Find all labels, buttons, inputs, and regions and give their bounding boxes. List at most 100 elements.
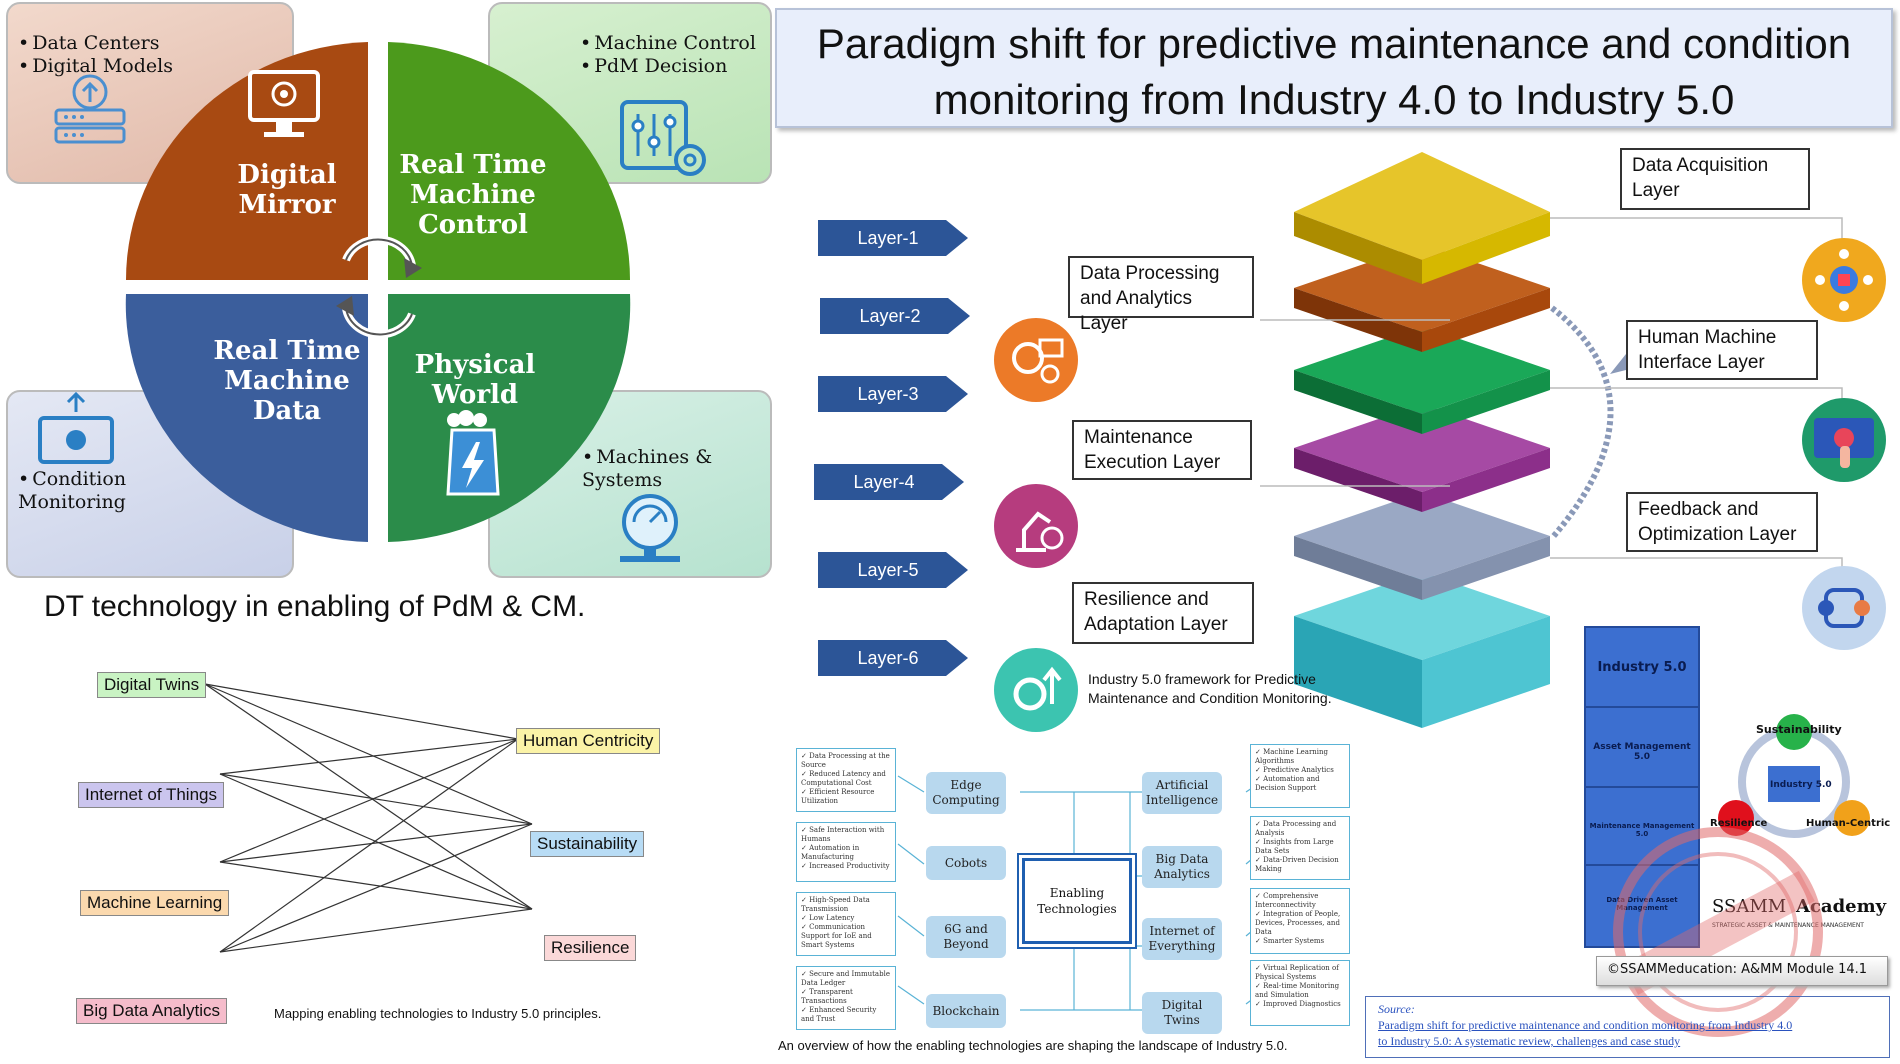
et-cobots: Cobots [926, 846, 1006, 880]
source-label: Source: [1378, 1002, 1415, 1016]
source-box: Source: Paradigm shift for predictive ma… [1365, 996, 1890, 1058]
control-panel-icon [620, 100, 706, 176]
stack-label-industry: Industry 5.0 [1597, 660, 1687, 675]
server-icon [54, 74, 126, 144]
bullets-br: Machines & Systems [582, 446, 722, 492]
venn-label-resilience: Resilience [1710, 818, 1768, 829]
feedback-loop-arrow [1549, 305, 1614, 540]
map-node-digital-twins: Digital Twins [97, 672, 207, 698]
credit-box: ©SSAMMeducation: A&MM Module 14.1 [1596, 956, 1888, 986]
quadrant-label-digital-mirror: Digital Mirror [237, 160, 337, 220]
map-node-sustainability: Sustainability [530, 831, 645, 857]
venn-sustainability [1776, 714, 1812, 750]
quadrant-machine-data [125, 294, 369, 542]
bullets-tr: Machine Control PdM Decision [580, 32, 756, 78]
sensor-network-icon [1802, 238, 1886, 322]
map-node-resilience: Resilience [544, 935, 637, 961]
et-box-ai: Machine Learning AlgorithmsPredictive An… [1250, 744, 1350, 808]
et-box-cobots: Safe Interaction with HumansAutomation i… [796, 822, 896, 882]
layer-box-resilience-adaptation: Resilience and Adaptation Layer [1072, 582, 1254, 644]
bullet-machines-systems: Machines & Systems [582, 446, 722, 492]
et-box-digital-twins: Virtual Replication of Physical SystemsR… [1250, 960, 1350, 1026]
enabling-caption: An overview of how the enabling technolo… [778, 1038, 1288, 1053]
venn-label-center: Industry 5.0 [1770, 780, 1832, 790]
dt-caption: DT technology in enabling of PdM & CM. [44, 590, 586, 623]
slab-5 [1294, 492, 1550, 600]
et-box-blockchain: Secure and Immutable Data LedgerTranspar… [796, 966, 896, 1030]
digital-screen-icon [248, 70, 320, 137]
mapping-caption: Mapping enabling technologies to Industr… [274, 1006, 602, 1021]
bullet-condition-monitoring: Condition Monitoring [18, 468, 158, 514]
map-node-big-data-analytics: Big Data Analytics [76, 998, 228, 1024]
map-node-human-centricity: Human Centricity [516, 728, 661, 754]
et-box-6g: High-Speed Data TransmissionLow LatencyC… [796, 892, 896, 956]
bullet-digital-models: Digital Models [18, 55, 173, 78]
slab-6 [1294, 572, 1550, 728]
quadrant-machine-control [388, 42, 631, 280]
source-link-line2[interactable]: to Industry 5.0: A systematic review, ch… [1378, 1034, 1681, 1048]
slab-1 [1294, 152, 1550, 284]
layer-stack [1294, 152, 1656, 728]
adaptation-gear-icon [994, 648, 1078, 732]
map-node-machine-learning: Machine Learning [80, 890, 230, 916]
layer-tag-3: Layer-3 [818, 376, 968, 412]
et-box-big-data: Data Processing and AnalysisInsights fro… [1250, 816, 1350, 880]
venn-human-centric [1834, 800, 1870, 836]
slab-4 [1294, 404, 1550, 512]
robot-arm-icon [994, 484, 1078, 568]
layer-box-maintenance-execution: Maintenance Execution Layer [1072, 420, 1252, 480]
academy-brand: SSAMM [1712, 896, 1787, 917]
stack-label-maintenance: Maintenance Management 5.0 [1589, 822, 1695, 838]
slab-3 [1294, 326, 1550, 434]
et-ai: Artificial Intelligence [1142, 772, 1222, 814]
dt-quadrant-circle [125, 42, 631, 542]
bullets-tl: Data Centers Digital Models [18, 32, 173, 78]
venn-label-human-centric: Human-Centric [1806, 818, 1891, 829]
quadrant-label-physical-world: Physical World [414, 350, 536, 410]
layer-tag-6: Layer-6 [818, 640, 968, 676]
layer-tag-1: Layer-1 [818, 220, 968, 256]
enabling-center-label: Enabling Technologies [1037, 886, 1117, 916]
touch-screen-icon [1802, 398, 1886, 482]
et-box-edge: Data Processing at the SourceReduced Lat… [796, 748, 896, 812]
layer-box-data-processing: Data Processing and Analytics Layer [1068, 256, 1254, 334]
industry-stack: Industry 5.0 Asset Management 5.0 Mainte… [1584, 626, 1700, 948]
stack-label-data-driven: Data Driven Asset Management [1606, 896, 1678, 912]
quadrant-physical-world [388, 294, 631, 542]
credit-text: ©SSAMMeducation: A&MM Module 14.1 [1607, 962, 1868, 977]
page-title: Paradigm shift for predictive maintenanc… [775, 8, 1893, 128]
layer-tags: Layer-1 Layer-2 Layer-3 Layer-4 Layer-5 … [800, 220, 980, 700]
quadrant-digital-mirror [125, 42, 368, 280]
framework-caption: Industry 5.0 framework for Predictive Ma… [1088, 671, 1332, 706]
quadrant-label-machine-data: Real Time Machine Data [213, 336, 361, 426]
layer-tag-5: Layer-5 [818, 552, 968, 588]
bullets-bl: Condition Monitoring [18, 468, 158, 514]
source-link-line1[interactable]: Paradigm shift for predictive maintenanc… [1378, 1018, 1793, 1032]
et-edge-computing: Edge Computing [926, 772, 1006, 814]
academy-sub: STRATEGIC ASSET & MAINTENANCE MANAGEMENT [1712, 922, 1864, 929]
feedback-loop-icon [1802, 566, 1886, 650]
map-node-internet-of-things: Internet of Things [78, 782, 224, 808]
bullet-machine-control: Machine Control [580, 32, 756, 55]
venn-label-sustainability: Sustainability [1756, 723, 1842, 736]
layer-tag-4: Layer-4 [814, 464, 964, 500]
layer-tag-2: Layer-2 [820, 298, 970, 334]
stack-label-asset: Asset Management 5.0 [1593, 742, 1691, 762]
bullet-data-centers: Data Centers [18, 32, 173, 55]
quadrant-label-machine-control: Real Time Machine Control [399, 150, 547, 240]
analytics-gear-icon [994, 318, 1078, 402]
et-blockchain: Blockchain [926, 994, 1006, 1028]
et-digital-twins: Digital Twins [1142, 992, 1222, 1034]
et-big-data: Big Data Analytics [1142, 846, 1222, 888]
mapping-lines [204, 683, 533, 953]
industry-venn [1718, 714, 1870, 838]
layer-box-human-machine-interface: Human Machine Interface Layer [1626, 320, 1818, 380]
et-6g: 6G and Beyond [926, 916, 1006, 958]
power-plant-icon [446, 410, 500, 496]
monitor-icon [38, 392, 114, 464]
et-ioe: Internet of Everything [1142, 918, 1222, 960]
enabling-center: Enabling Technologies [1022, 858, 1132, 944]
et-box-ioe: Comprehensive InterconnectivityIntegrati… [1250, 888, 1350, 954]
layer-box-data-acquisition: Data Acquisition Layer [1620, 148, 1810, 210]
gauge-icon [620, 494, 680, 562]
